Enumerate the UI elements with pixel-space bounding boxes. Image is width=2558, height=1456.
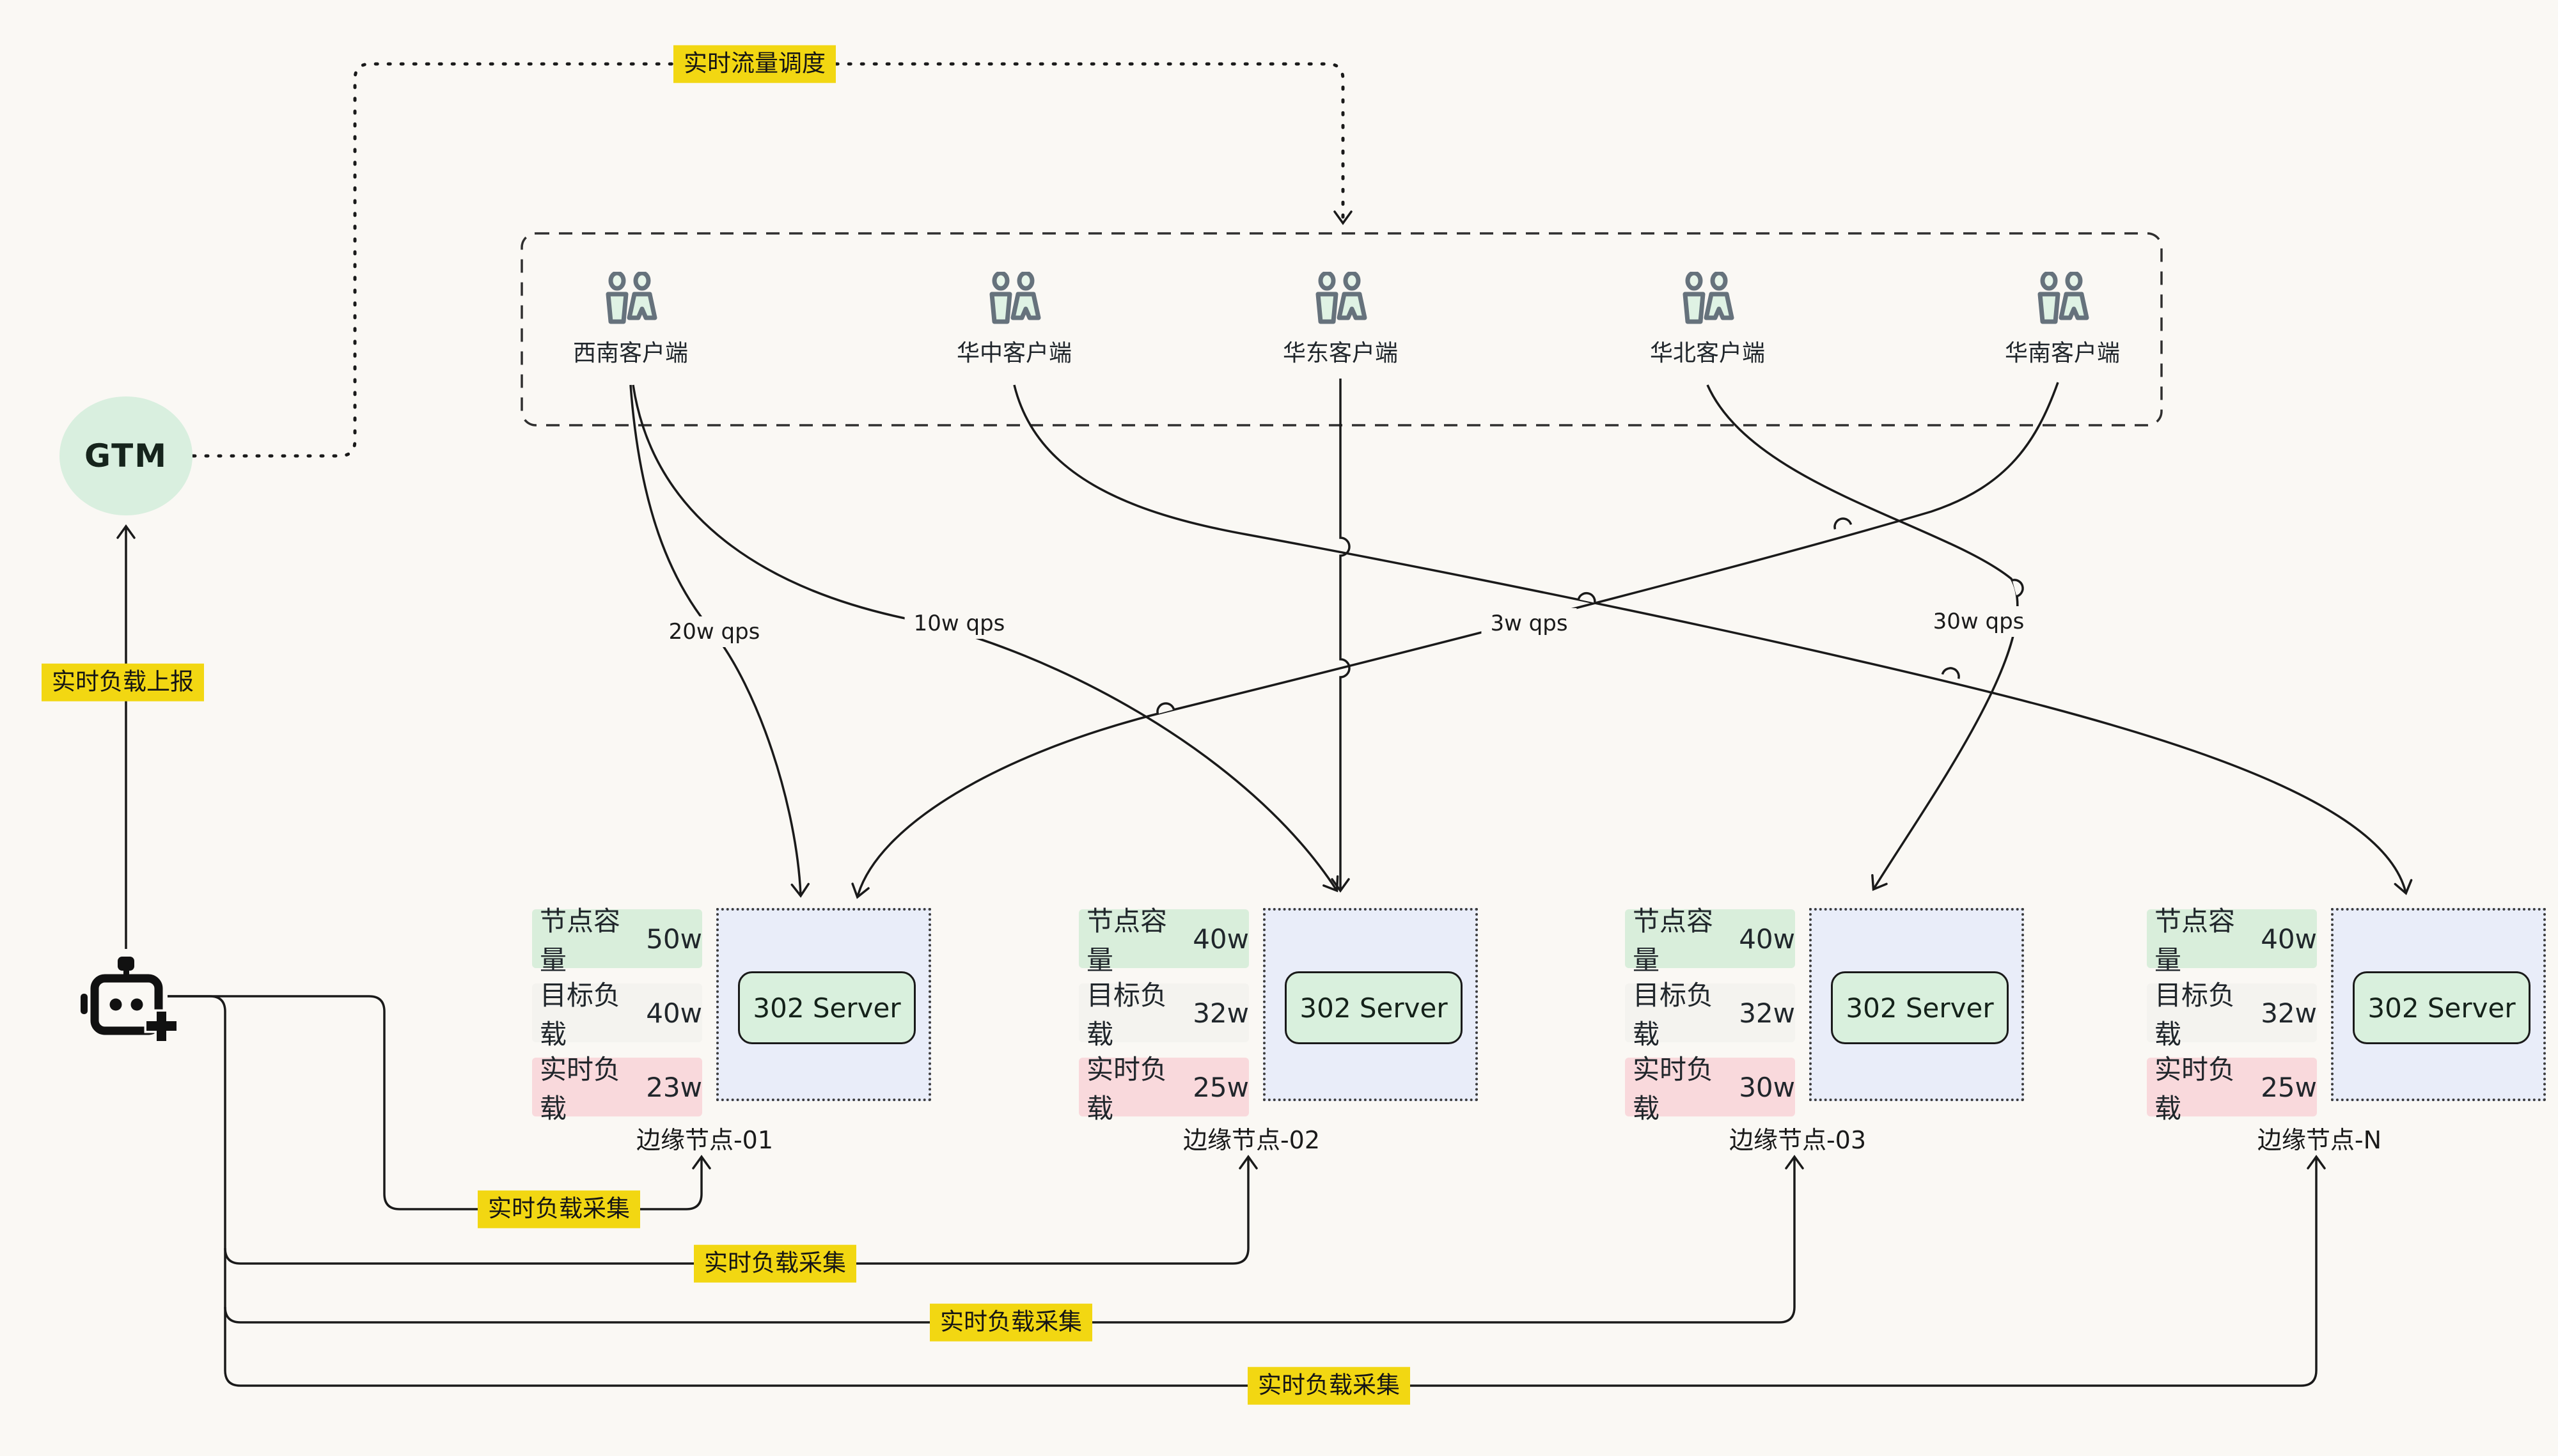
- qps-label-10w: 10w qps: [904, 608, 1014, 639]
- dispatch-label: 实时流量调度: [673, 45, 836, 83]
- server-302: 302 Server: [1831, 971, 2009, 1044]
- stat-label: 实时负载: [540, 1054, 621, 1124]
- node-server-box: 302 Server: [1263, 908, 1478, 1101]
- gtm-node: GTM: [59, 396, 192, 515]
- client-group-centralchina: 华中客户端: [906, 270, 1123, 368]
- stat-row-capacity: 节点容量 50w: [532, 905, 702, 976]
- stat-label: 节点容量: [1087, 905, 1168, 976]
- collect-label-node01: 实时负载采集: [478, 1190, 640, 1228]
- stat-label: 节点容量: [540, 905, 621, 976]
- qps-label-3w: 3w qps: [1481, 608, 1577, 639]
- stat-value: 32w: [1739, 997, 1795, 1029]
- stat-value: 40w: [646, 997, 702, 1029]
- stat-row-target: 目标负载 32w: [2147, 980, 2317, 1050]
- edge-southchina-node01: [851, 382, 2059, 899]
- node-name: 边缘节点-01: [636, 1126, 774, 1154]
- edge-node-group-01: 节点容量 50w 目标负载 40w 实时负载 23w 302 Server 边缘节点-…: [532, 905, 931, 1164]
- stat-value: 32w: [2261, 997, 2317, 1029]
- edge-eastchina-node02: [1331, 379, 1351, 893]
- robot-icon: [75, 955, 179, 1047]
- collect-connector-nodeN: [168, 995, 2326, 1387]
- client-group-southchina: 华南客户端: [1954, 270, 2171, 368]
- stat-label: 目标负载: [540, 980, 621, 1050]
- edge-node-group-N: 节点容量 40w 目标负载 32w 实时负载 25w 302 Server 边缘节点-…: [2147, 905, 2546, 1164]
- stat-row-target: 目标负载 32w: [1625, 980, 1795, 1050]
- report-label: 实时负载上报: [42, 663, 204, 701]
- stat-value: 25w: [2261, 1071, 2317, 1103]
- stat-label: 目标负载: [2154, 980, 2236, 1050]
- stat-label: 节点容量: [2154, 905, 2236, 976]
- stat-value: 40w: [1739, 923, 1795, 955]
- line-hop: [1941, 667, 1960, 679]
- clients-icon: [2037, 270, 2089, 324]
- stat-row-realtime: 实时负载 30w: [1625, 1054, 1795, 1124]
- line-hop: [1577, 591, 1596, 603]
- line-hop: [2012, 579, 2024, 598]
- stat-row-target: 目标负载 40w: [532, 980, 702, 1050]
- server-302: 302 Server: [1285, 971, 1463, 1044]
- stat-value: 40w: [1193, 923, 1249, 955]
- dispatch-connector: [191, 62, 1353, 458]
- stat-label: 目标负载: [1087, 980, 1168, 1050]
- stat-label: 实时负载: [1633, 1054, 1714, 1124]
- stat-label: 节点容量: [1633, 905, 1714, 976]
- node-server-box: 302 Server: [1809, 908, 2024, 1101]
- stat-row-realtime: 实时负载 23w: [532, 1054, 702, 1124]
- client-label: 华北客户端: [1649, 340, 1765, 366]
- stat-label: 实时负载: [1087, 1054, 1168, 1124]
- node-server-box: 302 Server: [2331, 908, 2546, 1101]
- collect-connector-node02: [224, 1155, 1258, 1265]
- stat-label: 实时负载: [2154, 1054, 2236, 1124]
- stat-value: 32w: [1193, 997, 1249, 1029]
- client-group-eastchina: 华东客户端: [1232, 270, 1449, 368]
- stat-value: 30w: [1739, 1071, 1795, 1103]
- stat-row-capacity: 节点容量 40w: [2147, 905, 2317, 976]
- stat-value: 40w: [2261, 923, 2317, 955]
- server-302: 302 Server: [738, 971, 916, 1044]
- stat-row-realtime: 实时负载 25w: [1079, 1054, 1249, 1124]
- clients-icon: [1315, 270, 1367, 324]
- qps-label-30w: 30w qps: [1924, 606, 2034, 637]
- stat-row-capacity: 节点容量 40w: [1625, 905, 1795, 976]
- client-label: 华南客户端: [2004, 340, 2120, 366]
- server-302: 302 Server: [2353, 971, 2531, 1044]
- collect-label-node03: 实时负载采集: [930, 1303, 1092, 1342]
- node-name: 边缘节点-N: [2257, 1126, 2382, 1154]
- client-group-southwest: 西南客户端: [522, 270, 739, 368]
- clients-icon: [989, 270, 1041, 324]
- stat-label: 目标负载: [1633, 980, 1714, 1050]
- client-group-northchina: 华北客户端: [1599, 270, 1816, 368]
- edge-node-group-02: 节点容量 40w 目标负载 32w 实时负载 25w 302 Server 边缘节点-…: [1079, 905, 1478, 1164]
- client-label: 华东客户端: [1282, 340, 1398, 366]
- stat-row-realtime: 实时负载 25w: [2147, 1054, 2317, 1124]
- line-hop: [1156, 702, 1175, 714]
- client-label: 西南客户端: [572, 340, 688, 366]
- clients-icon: [606, 270, 657, 324]
- edge-node-group-03: 节点容量 40w 目标负载 32w 实时负载 30w 302 Server 边缘节点-…: [1625, 905, 2024, 1164]
- stat-value: 50w: [646, 923, 702, 955]
- stat-row-capacity: 节点容量 40w: [1079, 905, 1249, 976]
- client-label: 华中客户端: [956, 340, 1072, 366]
- stat-value: 25w: [1193, 1071, 1249, 1103]
- edge-centralchina-nodeN: [1013, 384, 2413, 895]
- line-hop: [1833, 517, 1853, 530]
- edge-northchina-node03: [1706, 384, 2019, 891]
- stat-row-target: 目标负载 32w: [1079, 980, 1249, 1050]
- node-name: 边缘节点-02: [1182, 1126, 1321, 1154]
- qps-label-20w: 20w qps: [659, 616, 769, 647]
- node-name: 边缘节点-03: [1729, 1126, 1867, 1154]
- clients-icon: [1683, 270, 1734, 324]
- collect-connector-node03: [224, 1155, 1804, 1324]
- gtm-label: GTM: [84, 437, 168, 474]
- node-server-box: 302 Server: [716, 908, 931, 1101]
- collect-connector-node01: [168, 995, 711, 1210]
- stat-value: 23w: [646, 1071, 702, 1103]
- collect-label-node02: 实时负载采集: [694, 1244, 856, 1283]
- collect-label-nodeN: 实时负载采集: [1248, 1366, 1410, 1405]
- clients-region-box: [521, 232, 2163, 427]
